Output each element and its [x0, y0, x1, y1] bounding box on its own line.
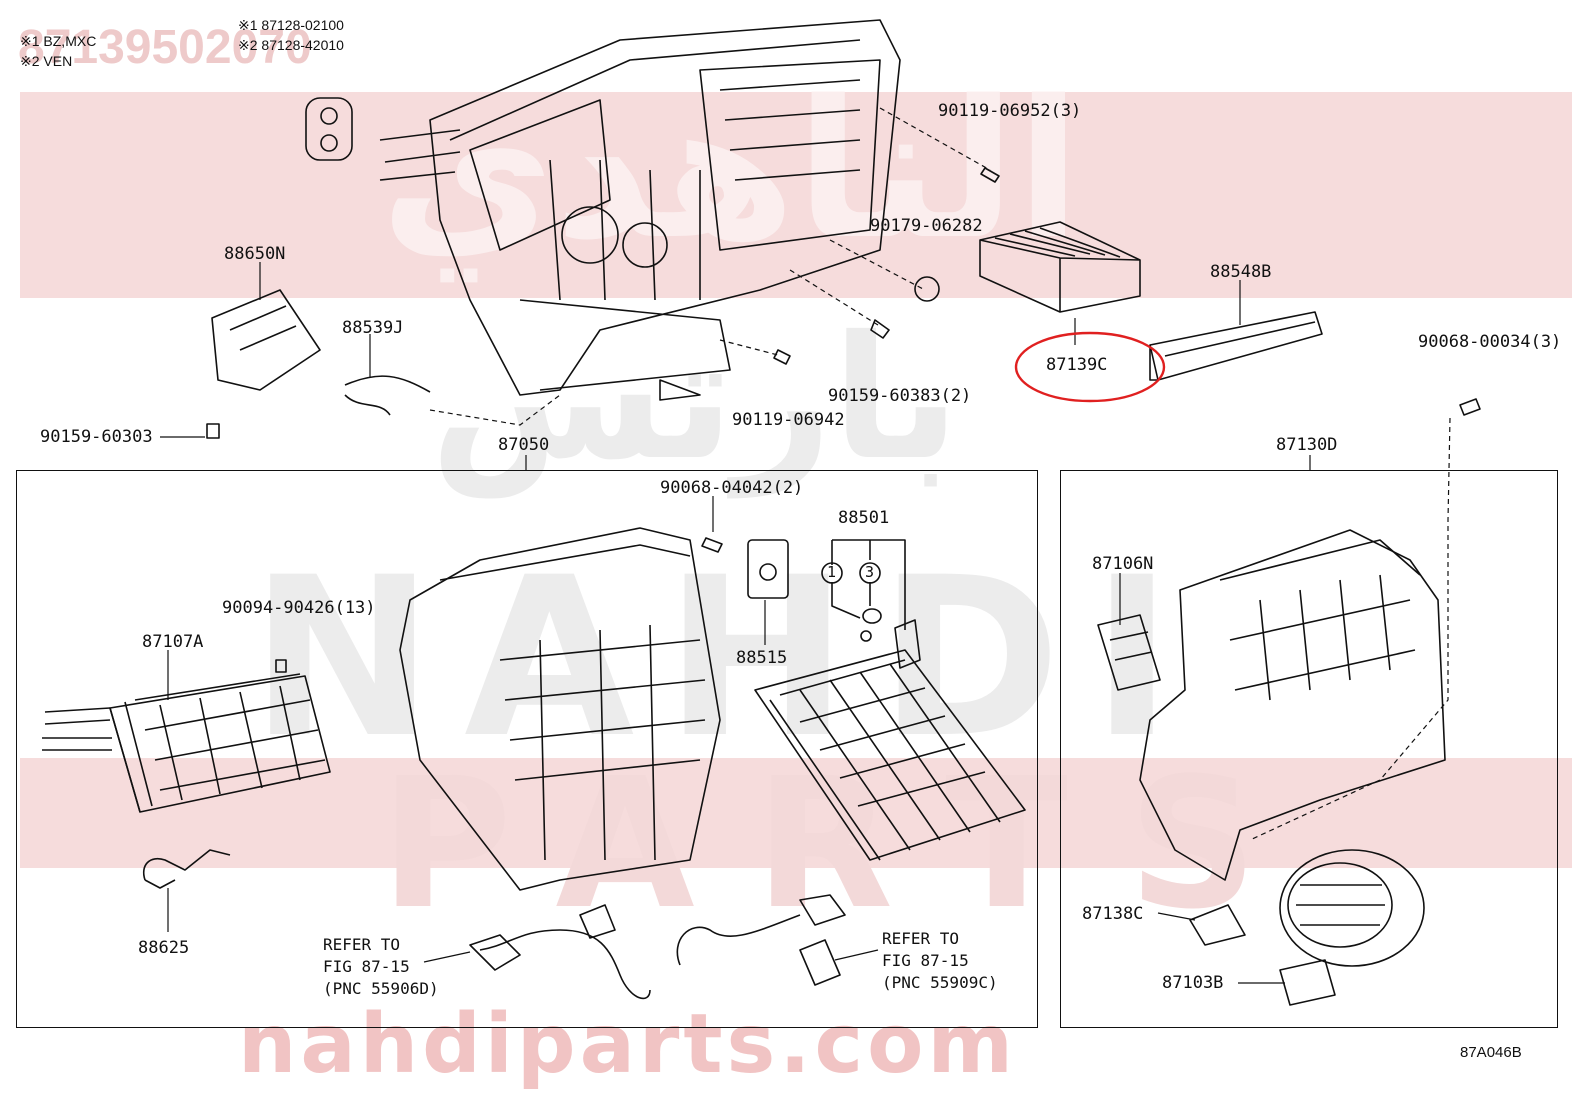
label-87130d: 87130D	[1276, 435, 1338, 455]
callout-number-3: 3	[865, 563, 875, 581]
callout-number-1: 1	[827, 563, 837, 581]
heater-core	[42, 673, 331, 813]
resistor-87138c	[1189, 904, 1246, 946]
label-88501: 88501	[838, 508, 890, 528]
label-87139c: 87139C	[1046, 355, 1108, 375]
note-ven: ※2 VEN	[20, 53, 73, 69]
o-rings	[860, 608, 882, 642]
group-box-87130d	[1060, 470, 1558, 1028]
label-87107a: 87107A	[142, 632, 204, 652]
label-90159-60303: 90159-60303	[40, 427, 153, 447]
label-88539j: 88539J	[342, 318, 404, 338]
label-88625: 88625	[138, 938, 190, 958]
group-box-87050	[16, 470, 1038, 1028]
label-87050: 87050	[498, 435, 550, 455]
harness-88539j	[344, 375, 431, 416]
watermark-part-number: 87139502070	[18, 21, 312, 74]
label-87106n: 87106N	[1092, 554, 1154, 574]
label-88548b: 88548B	[1210, 262, 1272, 282]
refer-note-right: REFER TO FIG 87-15 (PNC 55909C)	[882, 929, 998, 992]
screws	[206, 167, 1481, 673]
harness-right	[676, 894, 846, 986]
figure-code: 87A046B	[1460, 1044, 1522, 1061]
label-leaders	[160, 262, 1311, 984]
expansion-valve	[747, 539, 789, 599]
highlight-ellipse	[1014, 331, 1166, 403]
label-87103b: 87103B	[1162, 973, 1224, 993]
label-88515: 88515	[736, 648, 788, 668]
callout-circle-1	[821, 562, 843, 584]
clip-90179	[914, 276, 940, 302]
dashed-leaders	[429, 107, 1451, 841]
label-88650n: 88650N	[224, 244, 286, 264]
note-bz-mxc: ※1 BZ,MXC	[20, 33, 97, 49]
callout-circle-3	[859, 562, 881, 584]
label-90119-06952: 90119-06952(3)	[938, 101, 1082, 121]
label-90119-06942: 90119-06942	[732, 410, 845, 430]
label-90068-04042: 90068-04042(2)	[660, 478, 804, 498]
actuator-88650n	[211, 289, 321, 391]
cabin-filter	[979, 221, 1141, 313]
hvac-unit-top	[379, 19, 901, 401]
label-87138c: 87138C	[1082, 904, 1144, 924]
filter-cover	[1149, 311, 1323, 381]
watermark-site: nahdiparts.com	[238, 997, 1017, 1092]
callout-bracket-88501	[831, 539, 906, 630]
hvac-unit-bottom	[399, 527, 721, 891]
evaporator	[754, 619, 1026, 861]
label-90159-60383: 90159-60383(2)	[828, 386, 972, 406]
refer-note-left: REFER TO FIG 87-15 (PNC 55906D)	[323, 935, 439, 998]
label-90179-06282: 90179-06282	[870, 216, 983, 236]
actuator-87106n	[1097, 614, 1161, 691]
note-part-2: ※2 87128-42010	[238, 37, 344, 53]
label-90094-90426: 90094-90426(13)	[222, 598, 376, 618]
label-90068-00034: 90068-00034(3)	[1418, 332, 1562, 352]
grommet	[305, 97, 353, 161]
harness-left	[469, 904, 651, 1000]
blower-motor	[1279, 849, 1425, 1006]
sensor-88625	[143, 849, 231, 889]
blower-housing	[1139, 529, 1446, 881]
note-part-1: ※1 87128-02100	[238, 17, 344, 33]
